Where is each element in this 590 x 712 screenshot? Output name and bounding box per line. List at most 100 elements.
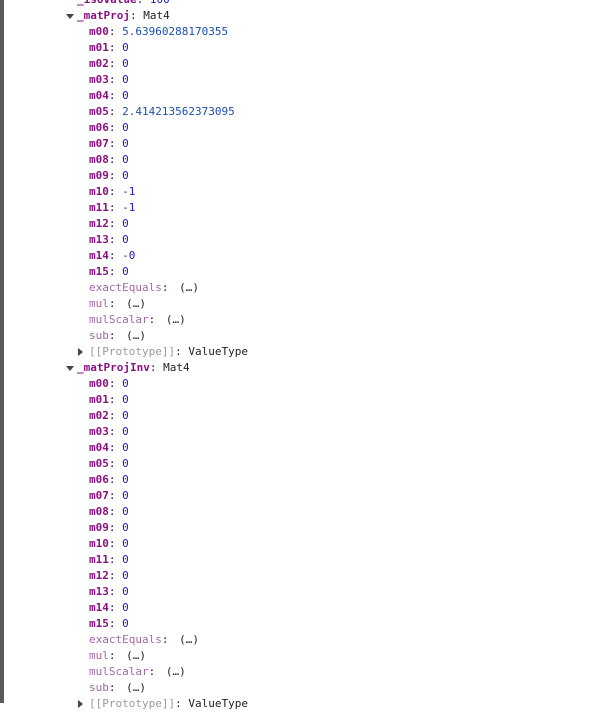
property-row[interactable]: m01: 0 xyxy=(0,392,590,408)
property-value: 0 xyxy=(122,265,129,278)
invoke-getter-button[interactable]: (…) xyxy=(165,665,186,678)
invoke-getter-button[interactable]: (…) xyxy=(126,329,146,342)
property-key: m09 xyxy=(89,169,109,182)
key-separator: : xyxy=(108,233,123,246)
property-key: m05 xyxy=(89,457,109,470)
key-separator: : xyxy=(108,425,123,438)
property-value: 0 xyxy=(122,41,129,54)
invoke-getter-button[interactable]: (…) xyxy=(126,681,146,694)
property-row[interactable]: m13: 0 xyxy=(0,584,590,600)
prototype-key: [[Prototype]] xyxy=(89,345,176,358)
key-separator: : xyxy=(148,665,162,678)
property-row[interactable]: m14: -0 xyxy=(0,248,590,264)
invoke-getter-button[interactable]: (…) xyxy=(126,649,146,662)
property-key: m11 xyxy=(89,201,109,214)
property-row[interactable]: m06: 0 xyxy=(0,472,590,488)
key-separator: : xyxy=(108,249,123,262)
property-row[interactable]: m13: 0 xyxy=(0,232,590,248)
key-separator: : xyxy=(108,681,123,694)
property-row[interactable]: m00: 0 xyxy=(0,376,590,392)
invoke-getter-button[interactable]: (…) xyxy=(165,313,186,326)
expand-triangle-icon[interactable] xyxy=(76,696,86,712)
property-row[interactable]: m08: 0 xyxy=(0,504,590,520)
property-value: 0 xyxy=(122,233,129,246)
key-separator: : xyxy=(108,537,123,550)
getter-row[interactable]: exactEquals: (…) xyxy=(0,280,590,296)
getter-row[interactable]: mulScalar: (…) xyxy=(0,664,590,680)
property-row[interactable]: m08: 0 xyxy=(0,152,590,168)
property-row[interactable]: m15: 0 xyxy=(0,264,590,280)
getter-row[interactable]: exactEquals: (…) xyxy=(0,632,590,648)
property-key: m14 xyxy=(89,601,109,614)
property-row[interactable]: m02: 0 xyxy=(0,56,590,72)
object-row-0[interactable]: _matProj: Mat4 xyxy=(0,8,590,24)
property-row[interactable]: m03: 0 xyxy=(0,424,590,440)
property-key: m08 xyxy=(89,153,109,166)
property-row[interactable]: m10: -1 xyxy=(0,184,590,200)
property-key: m02 xyxy=(89,409,109,422)
property-key: m04 xyxy=(89,441,109,454)
property-row[interactable]: m11: 0 xyxy=(0,552,590,568)
property-row[interactable]: m00: 5.63960288170355 xyxy=(0,24,590,40)
property-row[interactable]: m15: 0 xyxy=(0,616,590,632)
getter-row[interactable]: sub: (…) xyxy=(0,680,590,696)
panel-left-border xyxy=(0,0,4,703)
key-separator: : xyxy=(108,297,123,310)
property-row-iso-value[interactable]: _isoValue: 100 xyxy=(0,0,590,8)
key-separator: : xyxy=(108,153,123,166)
property-row[interactable]: m11: -1 xyxy=(0,200,590,216)
expand-triangle-icon[interactable] xyxy=(65,360,75,376)
property-row[interactable]: m02: 0 xyxy=(0,408,590,424)
key-separator: : xyxy=(108,585,123,598)
getter-row[interactable]: sub: (…) xyxy=(0,328,590,344)
property-row[interactable]: m12: 0 xyxy=(0,216,590,232)
prototype-row[interactable]: [[Prototype]]: ValueType xyxy=(0,696,590,712)
key-separator: : xyxy=(108,393,123,406)
property-row[interactable]: m09: 0 xyxy=(0,168,590,184)
property-key: m05 xyxy=(89,105,109,118)
property-value: 0 xyxy=(122,489,129,502)
key-separator: : xyxy=(137,0,150,6)
property-row[interactable]: m12: 0 xyxy=(0,568,590,584)
prototype-row[interactable]: [[Prototype]]: ValueType xyxy=(0,344,590,360)
property-row[interactable]: m10: 0 xyxy=(0,536,590,552)
property-value: 0 xyxy=(122,441,129,454)
invoke-getter-button[interactable]: (…) xyxy=(126,297,146,310)
property-key: m15 xyxy=(89,617,109,630)
property-row[interactable]: m04: 0 xyxy=(0,440,590,456)
property-key: m00 xyxy=(89,377,109,390)
property-row[interactable]: m03: 0 xyxy=(0,72,590,88)
property-row[interactable]: m01: 0 xyxy=(0,40,590,56)
property-value: 0 xyxy=(122,473,129,486)
getter-row[interactable]: mul: (…) xyxy=(0,648,590,664)
key-separator: : xyxy=(108,409,123,422)
getter-key: exactEquals xyxy=(89,281,162,294)
object-key: _matProjInv xyxy=(77,361,150,374)
expand-triangle-icon[interactable] xyxy=(76,344,86,360)
property-row[interactable]: m09: 0 xyxy=(0,520,590,536)
property-key: m02 xyxy=(89,57,109,70)
property-row[interactable]: m07: 0 xyxy=(0,488,590,504)
property-row[interactable]: m05: 2.414213562373095 xyxy=(0,104,590,120)
property-value: 0 xyxy=(122,89,129,102)
key-separator: : xyxy=(108,41,123,54)
property-row[interactable]: m05: 0 xyxy=(0,456,590,472)
key-separator: : xyxy=(108,121,123,134)
property-key: m12 xyxy=(89,569,109,582)
getter-row[interactable]: mul: (…) xyxy=(0,296,590,312)
property-row[interactable]: m06: 0 xyxy=(0,120,590,136)
property-row[interactable]: m04: 0 xyxy=(0,88,590,104)
property-value: 0 xyxy=(122,521,129,534)
expand-triangle-icon[interactable] xyxy=(65,8,75,24)
getter-row[interactable]: mulScalar: (…) xyxy=(0,312,590,328)
object-row-1[interactable]: _matProjInv: Mat4 xyxy=(0,360,590,376)
property-row[interactable]: m07: 0 xyxy=(0,136,590,152)
property-value: 0 xyxy=(122,601,129,614)
key-separator: : xyxy=(108,489,123,502)
property-value: 5.63960288170355 xyxy=(122,25,229,38)
property-row[interactable]: m14: 0 xyxy=(0,600,590,616)
property-value: 0 xyxy=(122,457,129,470)
invoke-getter-button[interactable]: (…) xyxy=(179,281,199,294)
invoke-getter-button[interactable]: (…) xyxy=(179,633,199,646)
